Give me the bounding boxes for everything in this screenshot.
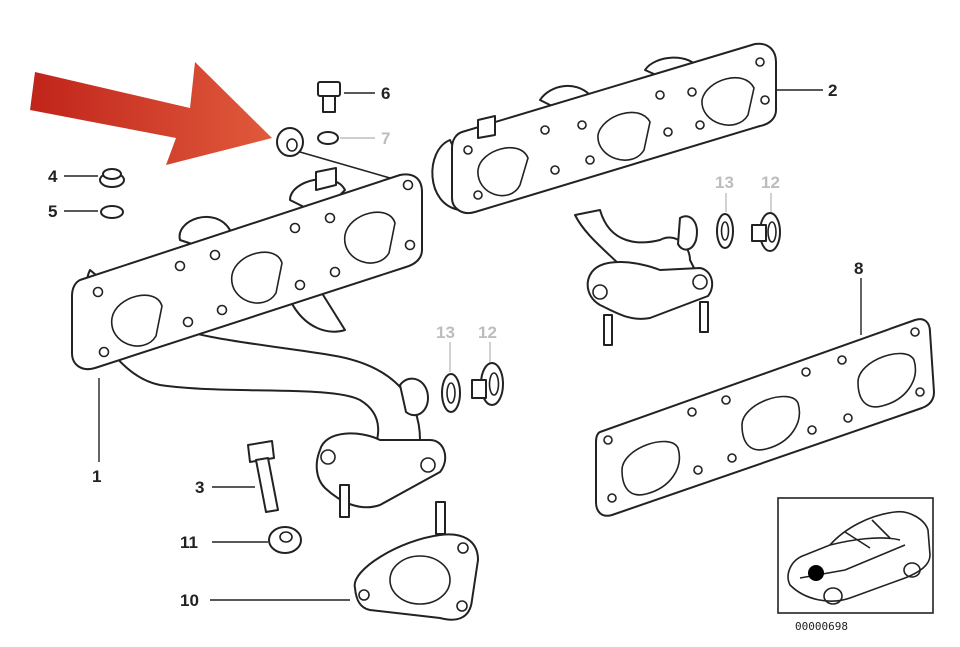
sleeve-12-front [471,362,504,406]
callout-7: 7 [381,129,390,148]
location-dot-icon [808,565,824,581]
callout-5: 5 [48,202,57,221]
nut-4 [99,168,125,188]
callout-2: 2 [828,81,837,100]
callout-3: 3 [195,478,204,497]
callout-4: 4 [48,167,58,186]
gasket-ring-13-rear [716,213,734,249]
nut-11 [268,526,302,554]
callout-11: 11 [180,533,198,552]
bolt-6 [317,81,341,113]
callout-12-front: 12 [478,323,497,342]
callout-12-rear: 12 [761,173,780,192]
exhaust-manifold-rear [431,42,777,346]
callout-10: 10 [180,591,199,610]
washer-5 [100,205,124,219]
callout-13-front: 13 [436,323,455,342]
bolt-3 [247,440,279,513]
callout-13-rear: 13 [715,173,734,192]
nut-hex [276,127,304,157]
sleeve-12-rear [751,212,781,252]
reference-number: 00000698 [795,620,848,633]
flange-gasket-10 [353,533,479,621]
vehicle-locator-inset [777,497,934,614]
callout-6: 6 [381,84,390,103]
red-arrow-icon [30,62,272,165]
exhaust-manifold-front [71,167,447,535]
gasket-ring-13-front [441,373,461,413]
callout-8: 8 [854,259,863,278]
callout-1: 1 [92,467,101,486]
manifold-gasket-8 [595,318,935,517]
washer-7 [317,131,339,145]
